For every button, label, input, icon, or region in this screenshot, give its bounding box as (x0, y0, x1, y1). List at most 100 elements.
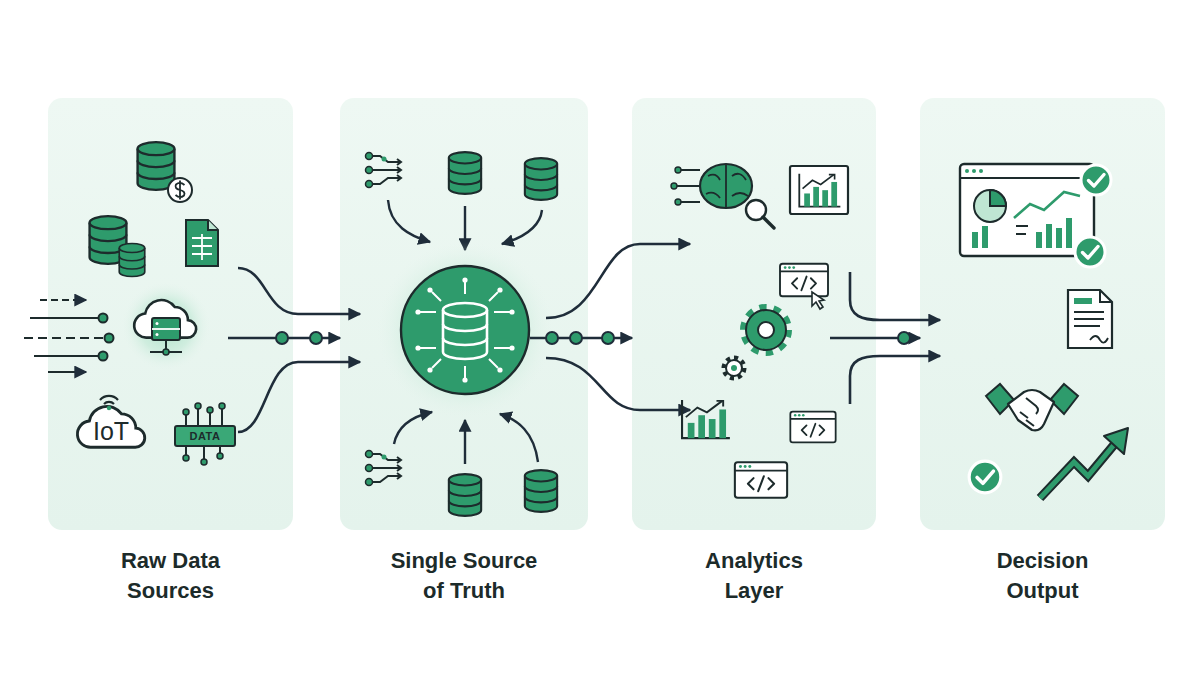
report-document-icon-part (1068, 290, 1112, 348)
stage-heading: Analytics Layer (674, 546, 834, 606)
central-database-hub-part-part (415, 309, 420, 314)
central-database-hub-part-part (509, 309, 514, 314)
data-chip-icon-part (195, 403, 201, 409)
flow-dots-part (310, 332, 322, 344)
code-window-icon-part (780, 264, 828, 297)
data-chip-icon-part (175, 426, 235, 446)
database-dollar-icon-part (138, 142, 175, 190)
ai-brain-icon-part (675, 167, 681, 173)
stream-lines-icon-part (30, 317, 98, 319)
flow-dots-part (602, 332, 614, 344)
ai-brain-icon-part (700, 164, 752, 208)
check-badge-icon-part (969, 461, 1001, 493)
report-document-icon (1068, 290, 1112, 348)
flow-dots-part (898, 332, 910, 344)
dashboard-icon-part (972, 169, 976, 173)
dashboard-icon-part (960, 177, 1094, 179)
central-database-hub-part (401, 266, 529, 394)
ai-brain-icon-part (706, 165, 748, 207)
dashboard-icon-part (1056, 228, 1062, 248)
cloud-server-icon-part (122, 282, 210, 370)
central-database-hub-part (443, 303, 487, 317)
dashboard-icon-part (965, 169, 969, 173)
spreadsheet-icon-part (186, 220, 218, 266)
cloud-server-icon-part (152, 318, 180, 340)
stage-heading: Raw Data Sources (91, 546, 251, 606)
stream-lines-icon-part (40, 299, 86, 301)
database-dollar-icon-part (176, 181, 185, 200)
flow-dots-part (570, 332, 582, 344)
cloud-server-icon-part (152, 328, 180, 330)
chart-card-icon-part (790, 166, 848, 214)
dashboard-icon-part (1075, 237, 1105, 267)
central-database-hub-part (443, 324, 487, 345)
flow-dots (898, 332, 910, 344)
stream-lines-icon-part (99, 352, 108, 361)
central-database-hub-part (420, 282, 510, 378)
chart-card-icon (790, 166, 848, 214)
dashboard-icon-part (982, 226, 988, 248)
cloud-server-icon-part (156, 333, 159, 336)
stream-lines-icon-part (48, 371, 86, 373)
data-chip-icon-part (219, 403, 225, 409)
gears-icon-part (726, 360, 742, 376)
ai-brain-icon-part (671, 183, 677, 189)
report-document-icon-part (1074, 298, 1092, 304)
cloud-server-icon-part (156, 322, 159, 325)
stage-heading: Decision Output (963, 546, 1123, 606)
merge-arrows-part (464, 420, 466, 464)
spreadsheet-icon-part (192, 234, 212, 260)
ai-brain-icon-part (675, 199, 681, 205)
data-chip-icon-part (183, 455, 189, 461)
gears-icon-part (746, 310, 786, 350)
central-database-hub-part-part (462, 377, 467, 382)
dashboard-icon-part (1066, 218, 1072, 248)
dashboard-icon-part (1046, 224, 1052, 248)
dashboard-icon-part (972, 232, 978, 248)
central-database-hub-part-part (427, 287, 432, 292)
iot-cloud-icon-part (107, 406, 111, 410)
stream-lines-icon-part (105, 334, 114, 343)
report-document-icon-part (1074, 312, 1108, 343)
gears-icon-part (731, 365, 737, 371)
stage-heading: Single Source of Truth (384, 546, 544, 606)
central-database-hub-part (377, 242, 553, 418)
gears-icon-part (758, 322, 774, 338)
stream-lines-icon-part (34, 355, 98, 357)
cloud-server-icon (122, 282, 210, 370)
dashboard-icon-part (990, 190, 1006, 206)
central-database-hub-part (415, 277, 514, 382)
central-database-hub-part-part (497, 367, 502, 372)
central-database-hub-part-part (415, 345, 420, 350)
flow-dots (276, 332, 322, 344)
cloud-server-icon-part (163, 349, 169, 355)
flow-dots-part (546, 332, 558, 344)
database-stack-icon-part (119, 244, 145, 277)
code-window-icon-part (735, 462, 787, 497)
source-icons-bottom-part (525, 470, 557, 512)
flow-dots-part (276, 332, 288, 344)
icon-text: DATA (190, 430, 221, 442)
data-chip-icon-part (207, 407, 213, 413)
database-dollar-icon-part (168, 178, 192, 202)
central-database-hub-part-part (427, 367, 432, 372)
dashboard-icon-part (1014, 192, 1080, 218)
dashboard-icon-part (979, 169, 983, 173)
stream-lines-icon-part (99, 314, 108, 323)
data-chip-icon-part (217, 453, 223, 459)
flow-dots (546, 332, 614, 344)
dashboard-icon (960, 164, 1111, 267)
data-chip-icon-part (201, 459, 207, 465)
source-icons-top-part (525, 158, 557, 200)
central-database-hub-part-part (462, 277, 467, 282)
source-icons-top-part (449, 152, 481, 194)
dashboard-icon-part (960, 164, 1094, 256)
central-database-hub-part-part (509, 345, 514, 350)
central-database-hub (377, 242, 553, 418)
spreadsheet-icon (186, 220, 218, 266)
dashboard-icon-part (974, 190, 1006, 222)
chart-card-icon-part (799, 174, 840, 207)
handshake-icon-part (1020, 398, 1038, 426)
